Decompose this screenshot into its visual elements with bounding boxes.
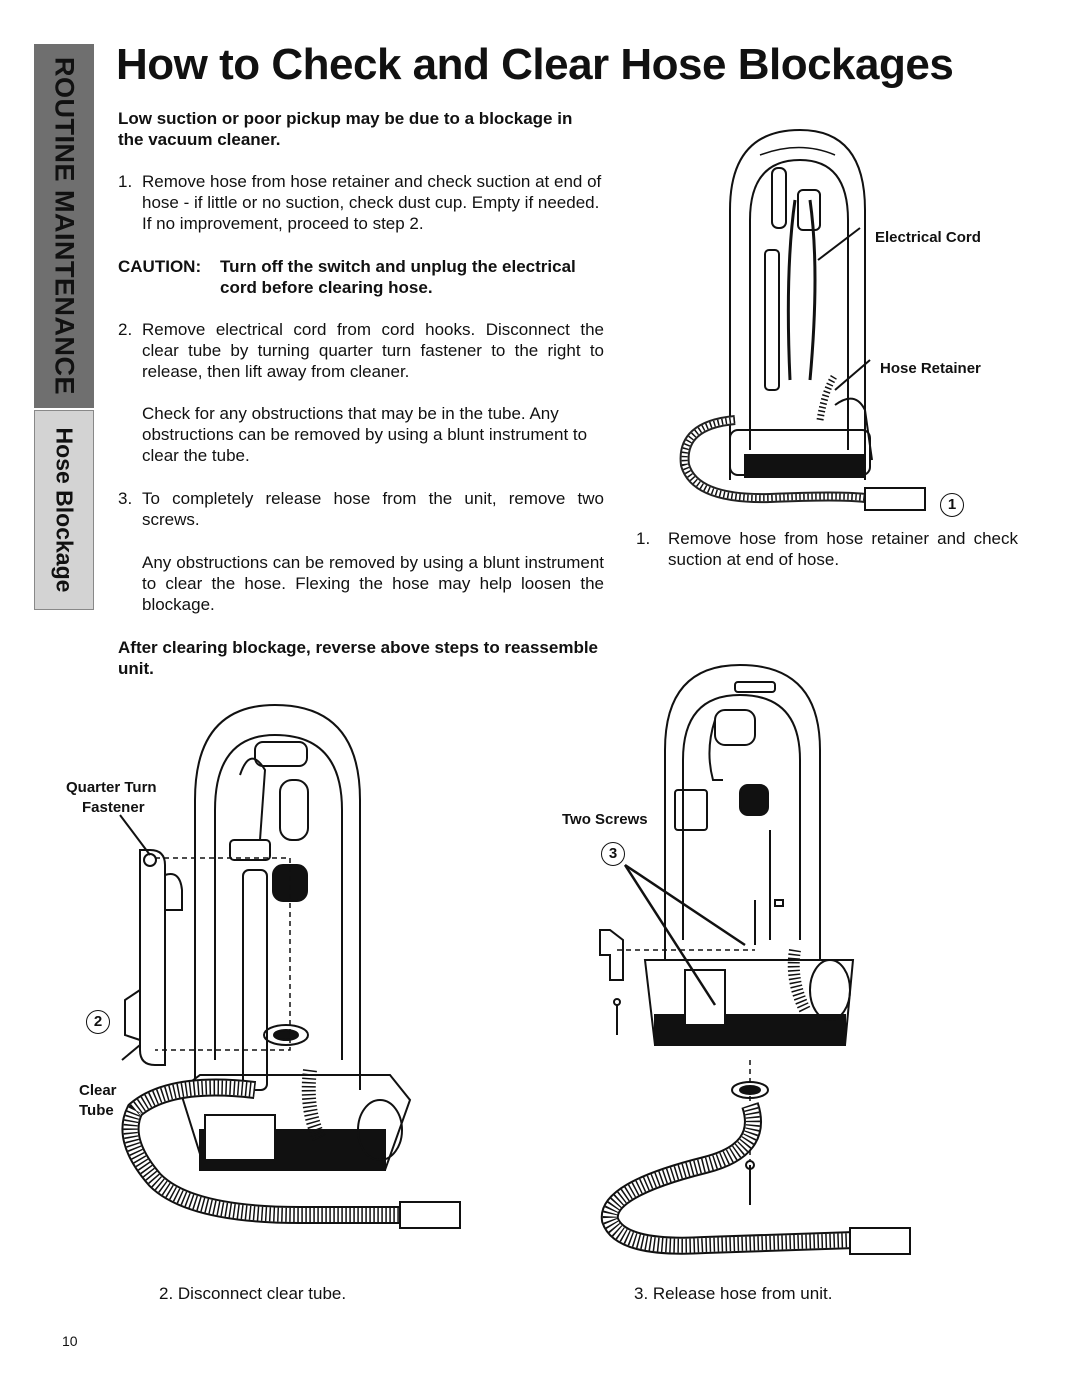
step-2-note: Check for any obstructions that may be i… bbox=[142, 404, 588, 465]
step-1: 1. Remove hose from hose retainer and ch… bbox=[118, 171, 608, 234]
step-2-text: Remove electrical cord from cord hooks. … bbox=[142, 320, 604, 381]
figure-2-caption: 2. Disconnect clear tube. bbox=[159, 1284, 347, 1303]
step-3: 3. To completely release hose from the u… bbox=[118, 488, 604, 530]
caution-text: Turn off the switch and unplug the elect… bbox=[220, 257, 576, 297]
label-quarter-turn-line1: Quarter Turn bbox=[66, 779, 157, 796]
topic-tab-label: Hose Blockage bbox=[51, 427, 78, 593]
label-clear-tube-line1: Clear bbox=[79, 1082, 117, 1099]
intro-text: Low suction or poor pickup may be due to… bbox=[118, 109, 573, 149]
figure-1-badge: 1 bbox=[940, 493, 964, 517]
figure-3-illustration bbox=[599, 663, 911, 1255]
topic-tab: Hose Blockage bbox=[34, 410, 94, 610]
label-quarter-turn-line2: Fastener bbox=[82, 799, 145, 816]
page-title: How to Check and Clear Hose Blockages bbox=[116, 40, 954, 89]
step-3-number: 3. bbox=[118, 489, 133, 508]
figure-1-illustration bbox=[679, 128, 926, 511]
label-electrical-cord: Electrical Cord bbox=[875, 229, 981, 246]
page-number: 10 bbox=[62, 1333, 78, 1349]
label-clear-tube-line2: Tube bbox=[79, 1102, 114, 1119]
section-tab: ROUTINE MAINTENANCE bbox=[34, 44, 94, 408]
caution-label: CAUTION: bbox=[118, 257, 202, 276]
figure-2-illustration bbox=[119, 703, 461, 1229]
figure-1-caption: 1. Remove hose from hose retainer and ch… bbox=[636, 528, 1018, 570]
step-2-number: 2. bbox=[118, 320, 133, 339]
step-2: 2. Remove electrical cord from cord hook… bbox=[118, 319, 604, 382]
label-two-screws: Two Screws bbox=[562, 811, 648, 828]
figure-3-badge: 3 bbox=[601, 842, 625, 866]
label-hose-retainer: Hose Retainer bbox=[880, 360, 981, 377]
step-1-number: 1. bbox=[118, 172, 133, 191]
figure-3-caption: 3. Release hose from unit. bbox=[634, 1284, 833, 1303]
figure-1-caption-text: Remove hose from hose retainer and check… bbox=[668, 529, 1018, 569]
section-tab-label: ROUTINE MAINTENANCE bbox=[49, 57, 80, 395]
caution-block: CAUTION: Turn off the switch and unplug … bbox=[118, 256, 608, 298]
closing-text: After clearing blockage, reverse above s… bbox=[118, 638, 599, 678]
step-1-text: Remove hose from hose retainer and check… bbox=[142, 172, 602, 233]
step-3-note: Any obstructions can be removed by using… bbox=[142, 553, 604, 614]
figure-2-badge: 2 bbox=[86, 1010, 110, 1034]
step-3-text: To completely release hose from the unit… bbox=[142, 489, 604, 529]
figure-1-caption-number: 1. bbox=[636, 529, 651, 548]
